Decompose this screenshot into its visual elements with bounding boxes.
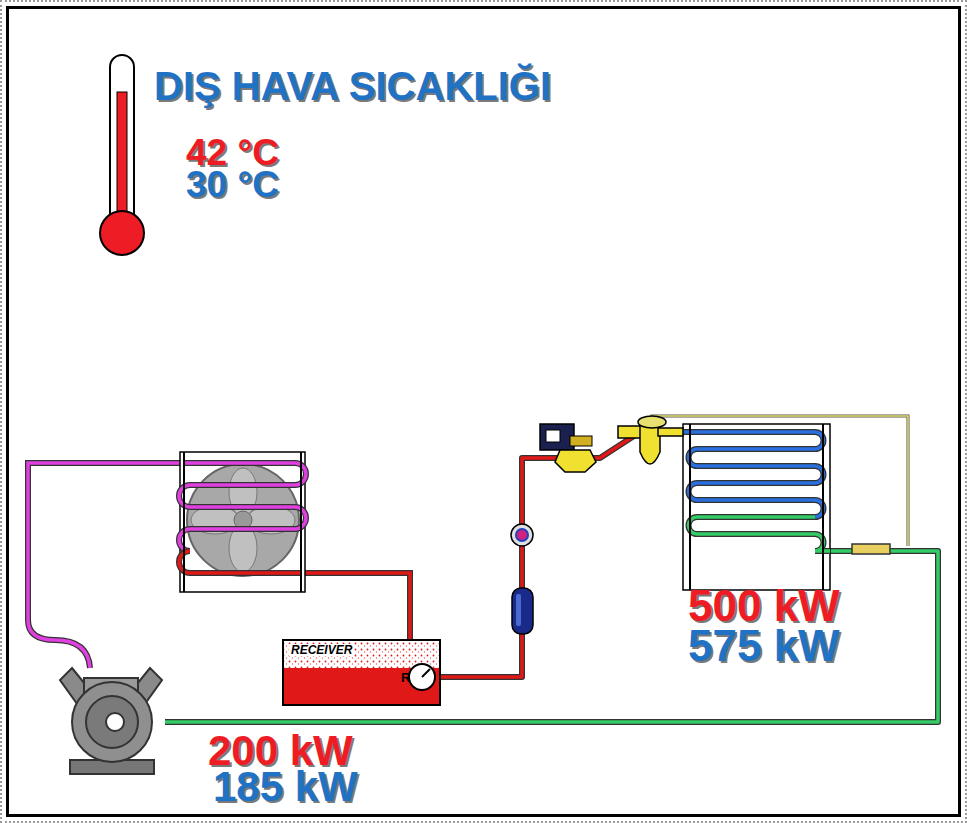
evaporator-coil <box>683 424 830 590</box>
thermometer <box>100 55 144 255</box>
component-label: RECEIVER <box>289 644 354 656</box>
power-value: 185 kW <box>213 766 358 808</box>
title: DIŞ HAVA SICAKLIĞI <box>154 66 551 106</box>
condenser <box>179 452 306 592</box>
refrigerant-line <box>440 432 683 677</box>
gauge-label: R <box>401 671 410 684</box>
sight-glass <box>511 524 533 546</box>
compressor <box>60 668 162 774</box>
solenoid-valve <box>540 424 596 472</box>
sensing-bulb <box>652 416 908 554</box>
receiver-tank: RECEIVER R <box>283 640 440 705</box>
evaporator-coil: 500 kW575 kW <box>683 424 830 590</box>
compressor: 200 kW185 kW <box>45 662 165 775</box>
temperature-label: 30 °C <box>186 166 279 203</box>
expansion-valve <box>618 416 683 464</box>
receiver-tank <box>283 640 440 705</box>
capacity-value: 500 kW <box>688 584 840 628</box>
capacity-value: 575 kW <box>688 624 840 668</box>
filter-drier <box>512 588 533 634</box>
